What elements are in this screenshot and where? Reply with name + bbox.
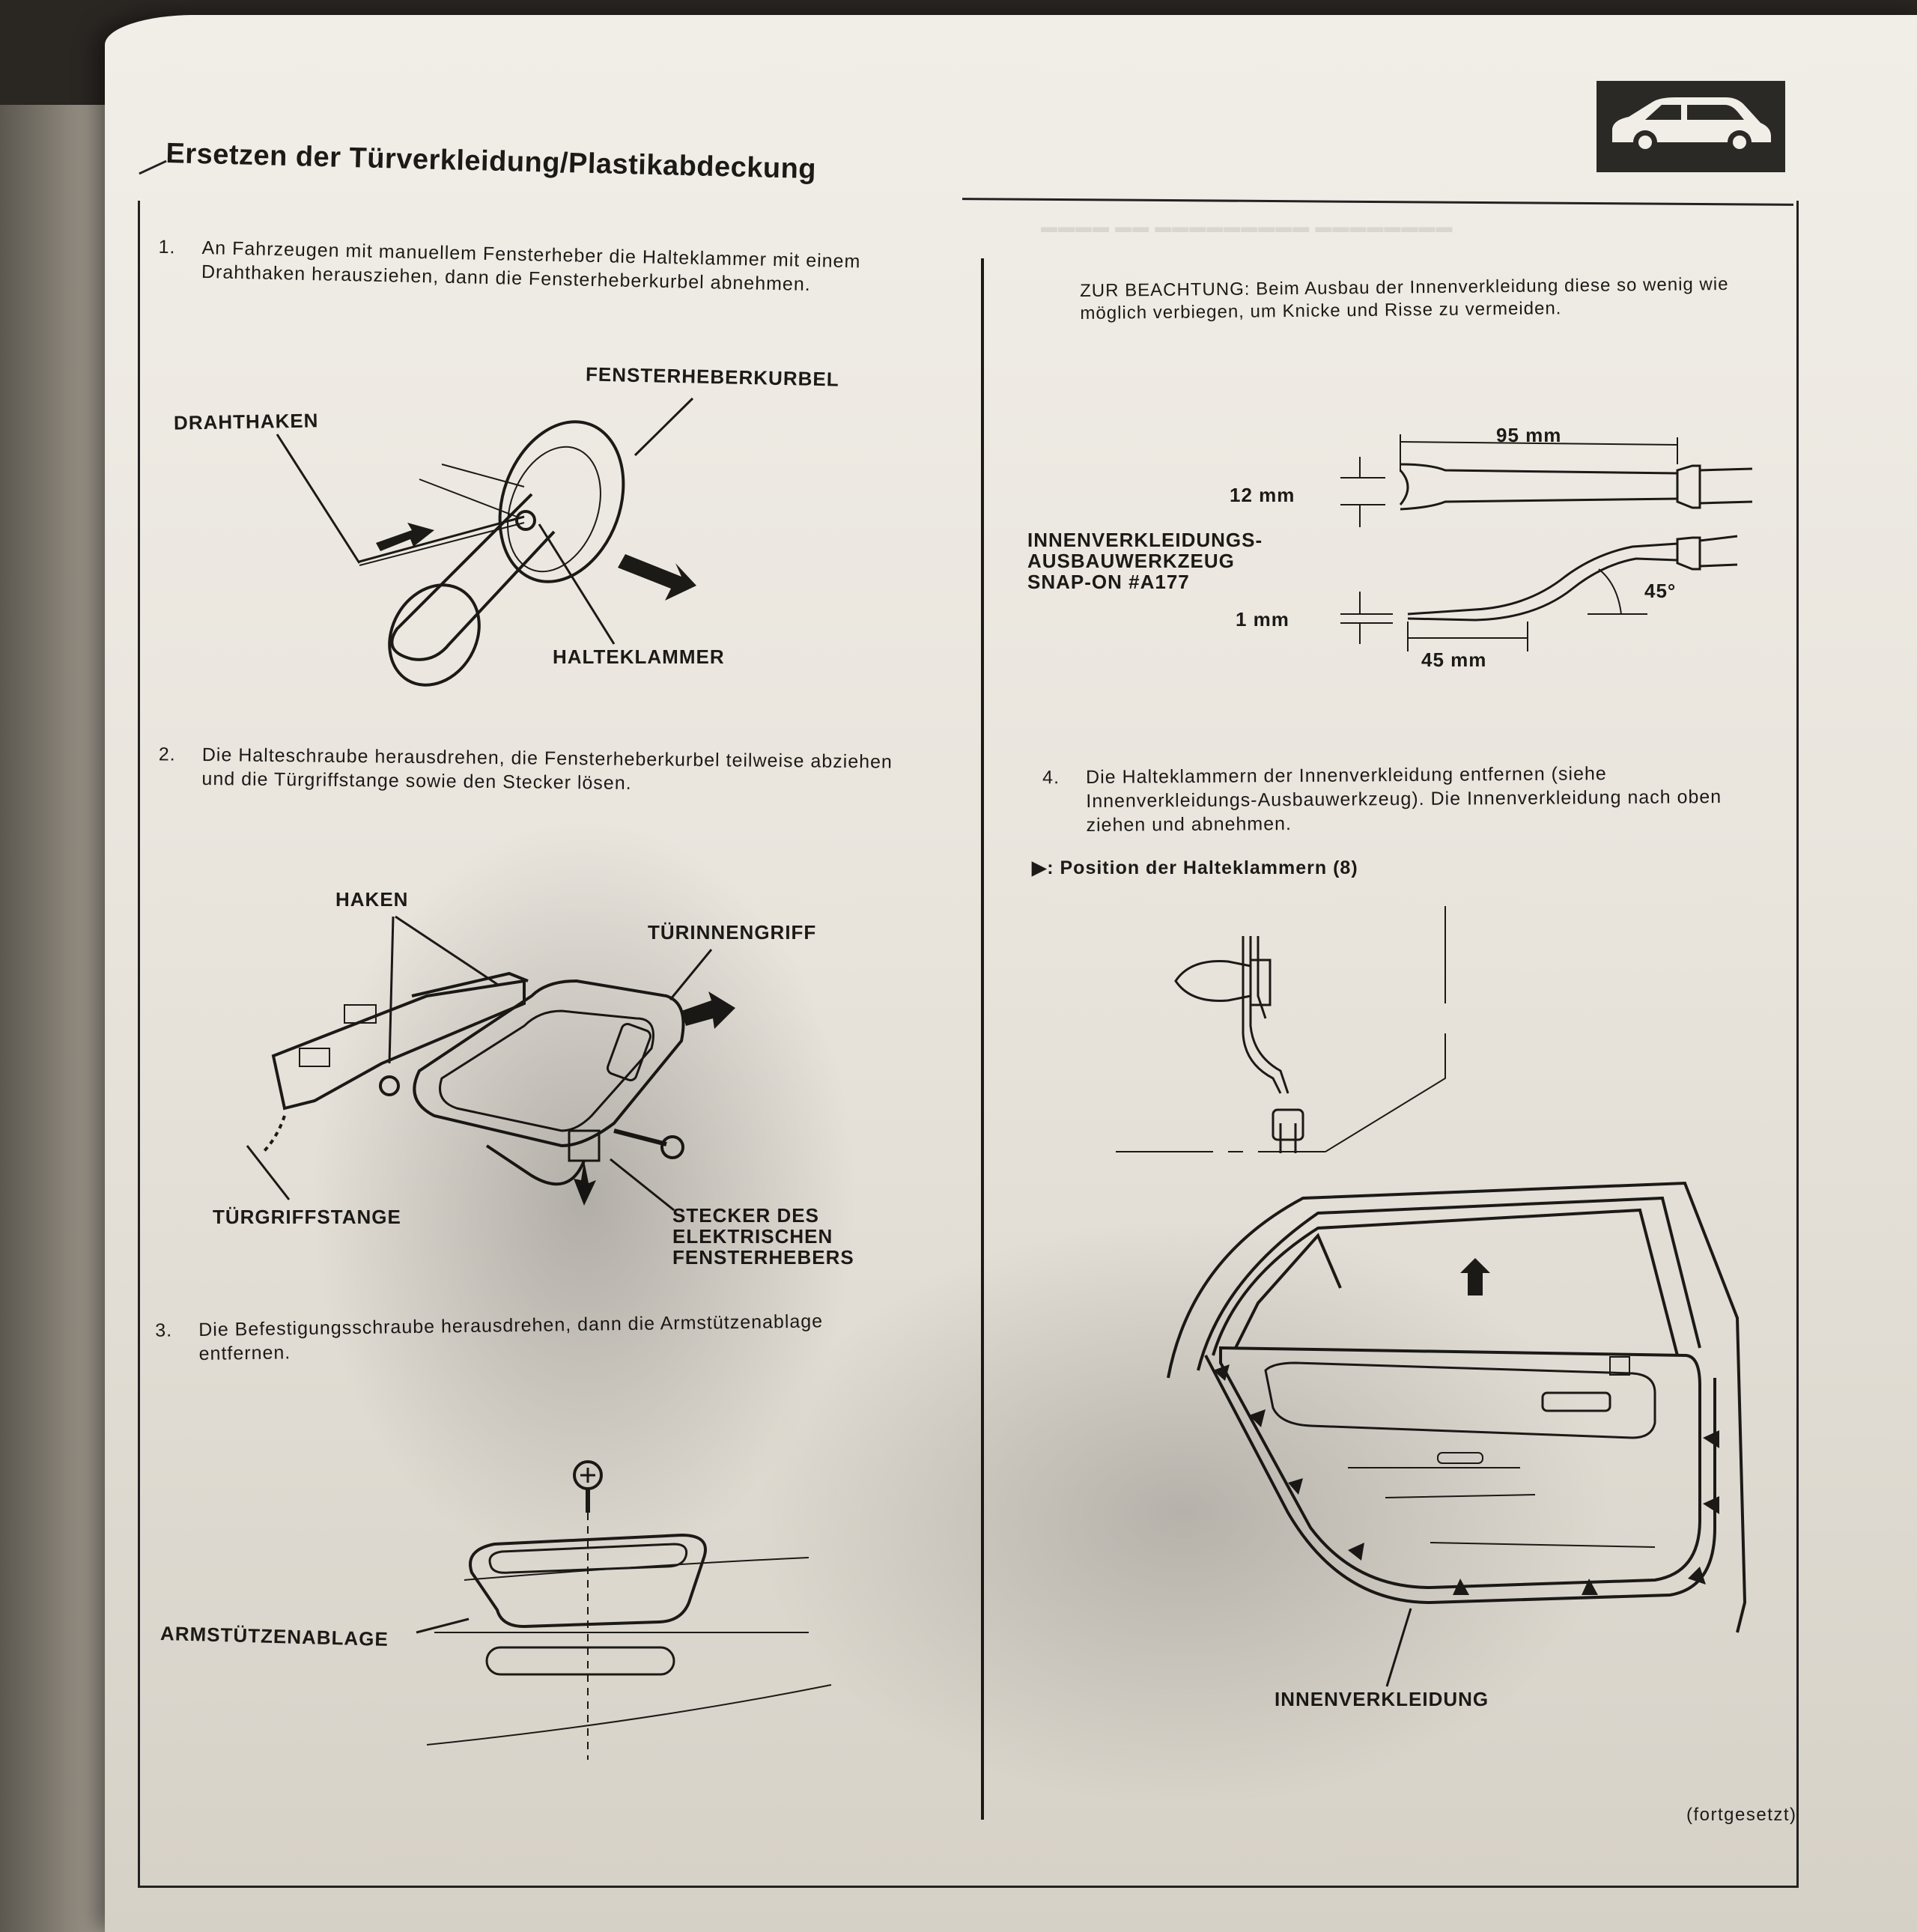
window-crank-figure [359, 420, 696, 687]
clip-section-figure [1116, 906, 1446, 1153]
tool-name-line3: SNAP-ON #A177 [1027, 571, 1190, 593]
content-frame [138, 201, 1799, 1888]
door-handle-figure [261, 971, 735, 1206]
dimension-45deg: 45° [1644, 580, 1677, 602]
door-panel-figure [1167, 1181, 1747, 1633]
dimension-1mm: 1 mm [1236, 608, 1289, 631]
dimension-12mm: 12 mm [1230, 484, 1295, 506]
tool-name-line2: AUSBAUWERKZEUG [1027, 550, 1235, 572]
label-stecker-line3: FENSTERHEBERS [672, 1246, 854, 1269]
tool-name-line1: INNENVERKLEIDUNGS- [1027, 529, 1263, 551]
continued-note: (fortgesetzt) [1686, 1805, 1797, 1825]
label-tuerinnengriff: TÜRINNENGRIFF [648, 921, 817, 944]
bleed-through-text: ▬▬▬▬ ▬▬ ▬▬▬▬▬▬▬▬▬ ▬▬▬▬▬▬▬▬ [1041, 217, 1453, 236]
section-badge [1597, 81, 1785, 172]
column-divider [981, 258, 984, 1820]
label-innenverkleidung: INNENVERKLEIDUNG [1275, 1688, 1489, 1710]
dimension-95mm: 95 mm [1496, 424, 1562, 446]
label-stecker-line2: ELEKTRISCHEN [672, 1225, 833, 1248]
label-tuergriffstange: TÜRGRIFFSTANGE [213, 1206, 401, 1228]
armrest-tray-figure [426, 1460, 832, 1760]
car-side-icon [1612, 97, 1771, 154]
dimension-45mm: 45 mm [1421, 648, 1487, 671]
label-haken: HAKEN [335, 888, 409, 911]
manual-page [105, 15, 1917, 1932]
label-halteklammer: HALTEKLAMMER [553, 645, 725, 668]
removal-tool-figure [1340, 434, 1753, 651]
clip-position-legend: ▶: Position der Halteklammern (8) [1032, 857, 1358, 878]
label-stecker-line1: STECKER DES [672, 1204, 819, 1227]
